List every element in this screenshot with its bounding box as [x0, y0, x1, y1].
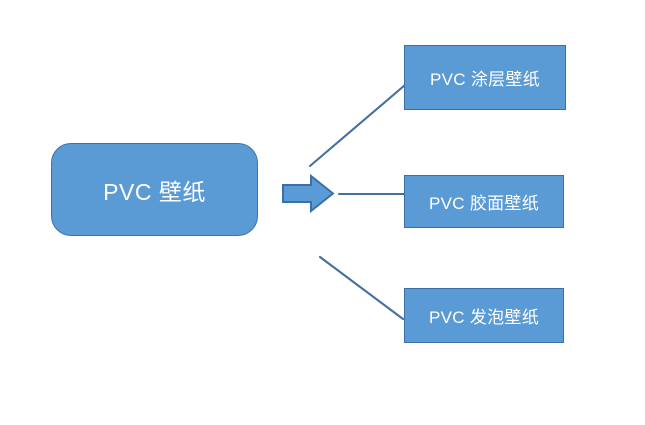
leaf-node-glue-label: PVC 胶面壁纸 [428, 194, 540, 213]
root-node-pvc-wallpaper[interactable]: PVC 壁纸 [51, 143, 258, 236]
right-block-arrow[interactable] [281, 173, 335, 214]
leaf-node-foam-label: PVC 发泡壁纸 [428, 308, 540, 327]
connector-line-coating [308, 83, 407, 168]
root-node-label: PVC 壁纸 [103, 178, 206, 205]
leaf-node-coating-label: PVC 涂层壁纸 [429, 70, 541, 89]
leaf-node-glue[interactable]: PVC 胶面壁纸 [404, 175, 564, 228]
leaf-node-foam[interactable]: PVC 发泡壁纸 [404, 288, 564, 343]
connector-line-foam [318, 255, 405, 321]
leaf-node-coating[interactable]: PVC 涂层壁纸 [404, 45, 566, 110]
right-block-arrow-icon [282, 173, 335, 214]
